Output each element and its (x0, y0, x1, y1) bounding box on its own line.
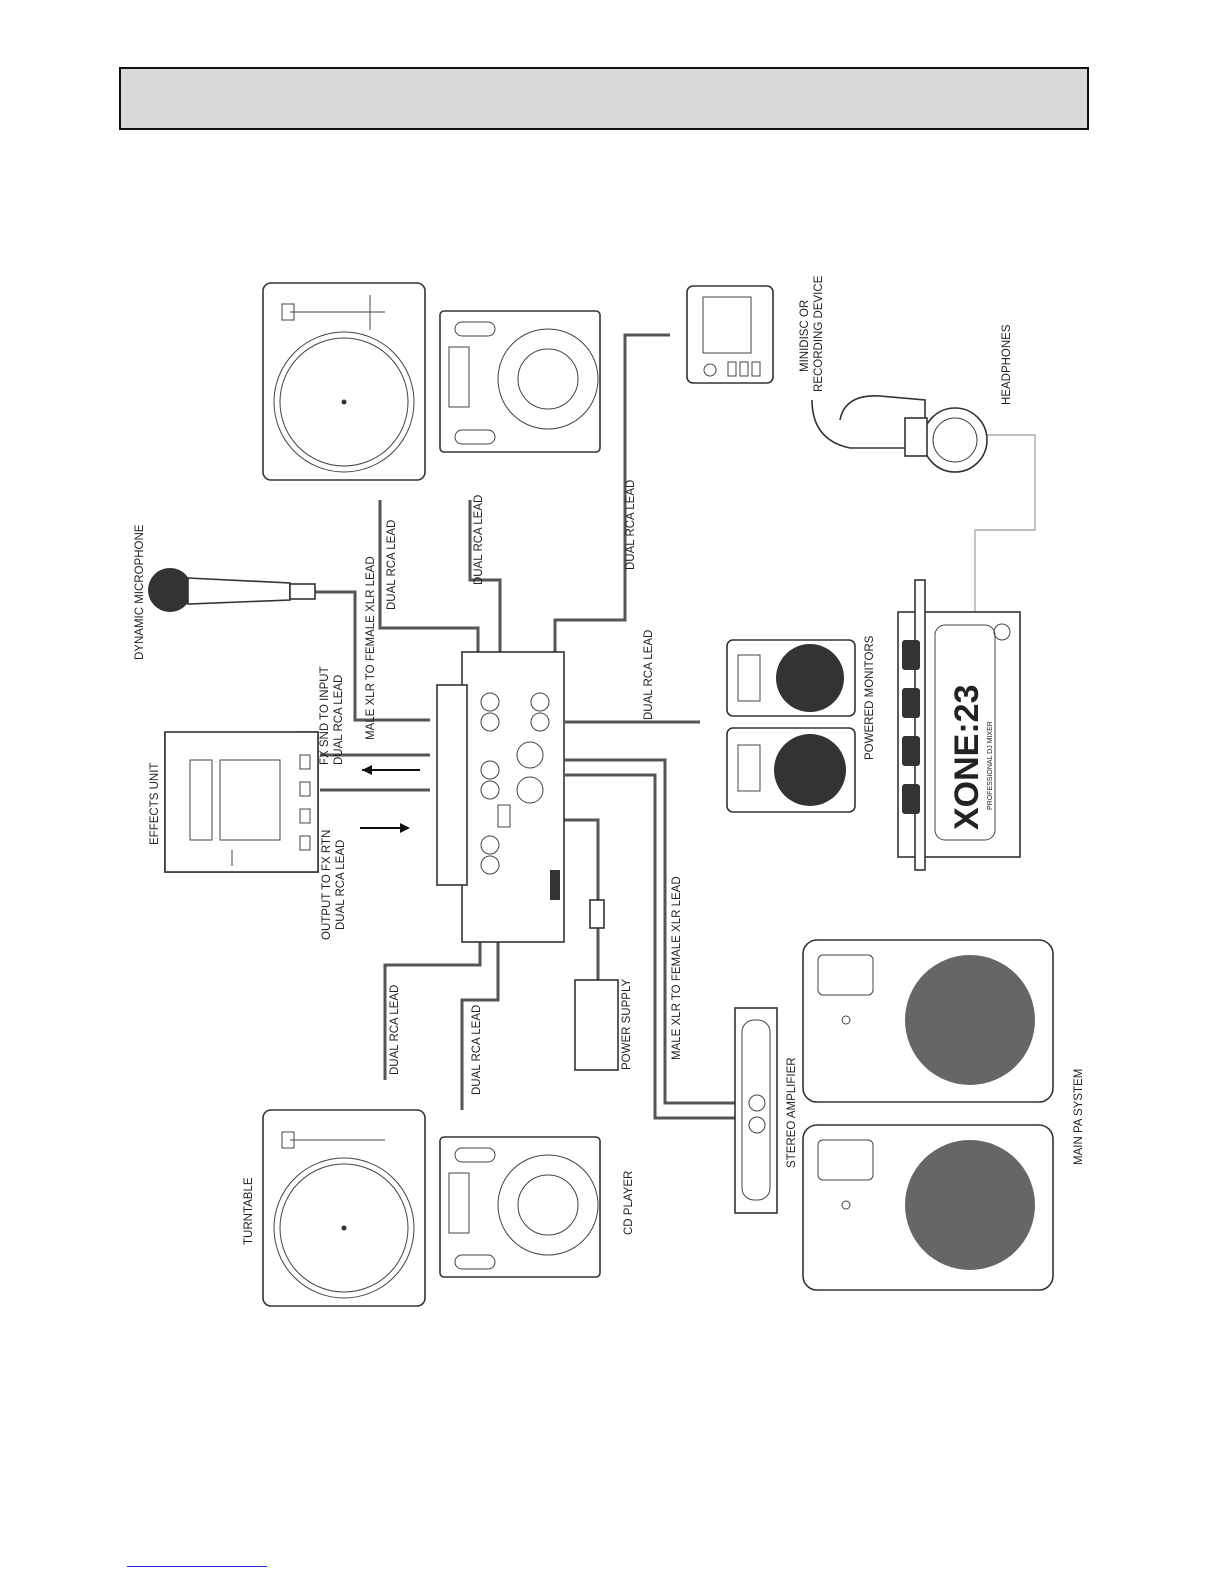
label-fx-rtn-2: DUAL RCA LEAD (335, 840, 347, 930)
cd-player-top (439, 310, 601, 453)
label-rca-bottom-turntable: DUAL RCA LEAD (389, 985, 401, 1075)
stereo-amplifier (734, 1007, 778, 1214)
power-supply (574, 899, 619, 1071)
pa-speaker-bottom (802, 1124, 1054, 1291)
label-rca-minidisc: DUAL RCA LEAD (625, 480, 637, 570)
label-dynamic-microphone: DYNAMIC MICROPHONE (134, 524, 146, 660)
minidisc-device (686, 285, 774, 384)
label-cd-player: CD PLAYER (623, 1171, 635, 1235)
pa-speaker-top (802, 939, 1054, 1103)
turntable-top (262, 282, 426, 481)
label-headphones: HEADPHONES (1001, 324, 1013, 405)
label-powered-monitors: POWERED MONITORS (864, 635, 876, 760)
label-minidisc-2: RECORDING DEVICE (813, 275, 825, 392)
cd-player-bottom (439, 1136, 601, 1278)
turntable-bottom (262, 1109, 426, 1307)
label-turntable: TURNTABLE (243, 1177, 255, 1245)
label-fx-rtn-1: OUTPUT TO FX RTN (321, 830, 333, 940)
label-minidisc-1: MINIDISC OR (799, 300, 811, 372)
signal-arrows (360, 765, 420, 833)
mixer-rear-panel (436, 651, 565, 943)
footer-rule (127, 1566, 267, 1567)
effects-unit (164, 731, 319, 873)
header-bar (119, 67, 1089, 130)
label-rca-monitors: DUAL RCA LEAD (643, 630, 655, 720)
powered-monitor-top (726, 639, 856, 717)
label-mixer-brand: XONE:23 (948, 685, 986, 831)
label-power-supply: POWER SUPPLY (621, 979, 633, 1070)
label-mic-lead: MALE XLR TO FEMALE XLR LEAD (365, 556, 377, 740)
powered-monitor-bottom (726, 727, 856, 813)
label-rca-bottom-cd: DUAL RCA LEAD (471, 1005, 483, 1095)
xone23-mixer (897, 579, 1021, 871)
headphones (811, 395, 988, 473)
cables (315, 333, 1036, 1120)
labels: DYNAMIC MICROPHONE EFFECTS UNIT FX SND T… (134, 275, 1085, 1245)
label-rca-top-turntable: DUAL RCA LEAD (386, 520, 398, 610)
label-fx-snd-2: DUAL RCA LEAD (333, 675, 345, 765)
label-main-pa-system: MAIN PA SYSTEM (1073, 1069, 1085, 1165)
label-fx-snd-1: FX SND TO INPUT (319, 666, 331, 765)
label-mixer-subtitle: PROFESSIONAL DJ MIXER (987, 721, 994, 810)
microphone (148, 568, 316, 612)
label-stereo-amplifier: STEREO AMPLIFIER (786, 1057, 798, 1168)
label-effects-unit: EFFECTS UNIT (149, 763, 161, 845)
label-rca-top-cd: DUAL RCA LEAD (473, 495, 485, 585)
label-xlr-lead-amp: MALE XLR TO FEMALE XLR LEAD (671, 876, 683, 1060)
